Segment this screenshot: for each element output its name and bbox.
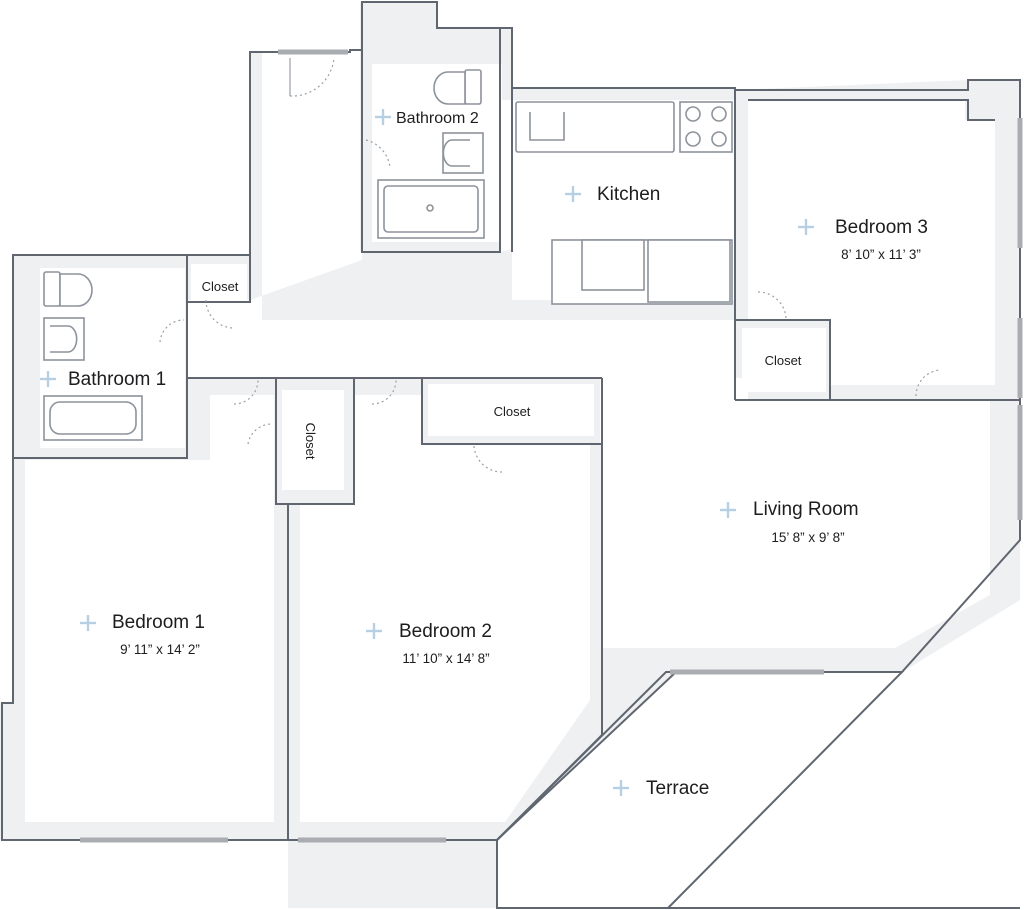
kitchen-counter bbox=[515, 101, 675, 153]
plus-marker-icon bbox=[366, 623, 382, 639]
dishwasher bbox=[581, 239, 645, 291]
bathroom-2-fixtures bbox=[377, 69, 485, 239]
bedroom-2-closet-label: Closet bbox=[494, 404, 531, 419]
toilet-icon bbox=[43, 271, 93, 307]
bathroom-2-label: Bathroom 2 bbox=[396, 110, 479, 127]
plus-marker-icon bbox=[80, 615, 96, 631]
bedroom-1-dimensions: 9’ 11” x 14’ 2” bbox=[120, 642, 200, 657]
bedroom-3-closet-label: Closet bbox=[765, 353, 802, 368]
sink-icon bbox=[43, 317, 85, 361]
bathroom-1-fixtures bbox=[43, 271, 143, 441]
kitchen-fixtures bbox=[515, 101, 733, 305]
bathroom-1-label: Bathroom 1 bbox=[68, 369, 166, 390]
room-labels: Bathroom 2 Kitchen Bedroom 3 8’ 10” x 11… bbox=[68, 110, 928, 799]
hall-closet-label: Closet bbox=[202, 279, 239, 294]
plus-marker-icon bbox=[613, 780, 629, 796]
bathtub-icon bbox=[377, 179, 485, 239]
bedroom-3-dimensions: 8’ 10” x 11’ 3” bbox=[841, 247, 921, 262]
sink-icon bbox=[529, 112, 565, 141]
refrigerator bbox=[647, 239, 731, 303]
terrace-label: Terrace bbox=[646, 778, 709, 799]
plus-marker-icon bbox=[565, 186, 581, 202]
bedroom-1-closet-label: Closet bbox=[303, 423, 318, 460]
plus-marker-icon bbox=[720, 502, 736, 518]
toilet-icon bbox=[433, 69, 482, 105]
doors bbox=[159, 57, 941, 473]
plus-marker-icon bbox=[798, 219, 814, 235]
sink-icon bbox=[442, 132, 484, 174]
windows bbox=[80, 49, 1023, 843]
bedroom-2-label: Bedroom 2 bbox=[399, 621, 492, 642]
living-room-label: Living Room bbox=[753, 499, 859, 520]
living-room-dimensions: 15’ 8” x 9’ 8” bbox=[771, 530, 844, 545]
room-markers bbox=[40, 109, 814, 796]
stove-icon bbox=[679, 101, 733, 153]
bedroom-2-dimensions: 11’ 10” x 14’ 8” bbox=[402, 651, 489, 666]
bathtub-icon bbox=[43, 395, 143, 441]
bedroom-3-label: Bedroom 3 bbox=[835, 217, 928, 238]
kitchen-label: Kitchen bbox=[597, 184, 660, 205]
bedroom-1-label: Bedroom 1 bbox=[112, 612, 205, 633]
plus-marker-icon bbox=[375, 109, 391, 125]
plus-marker-icon bbox=[40, 371, 56, 387]
